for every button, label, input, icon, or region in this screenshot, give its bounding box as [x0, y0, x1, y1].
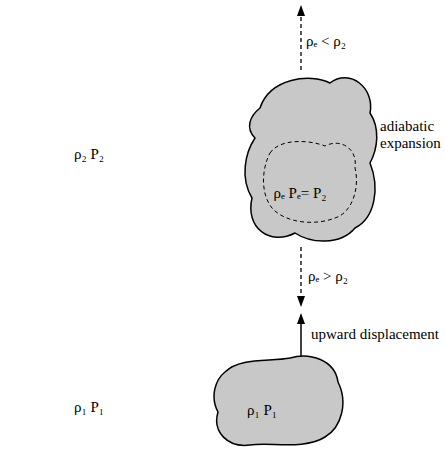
- parcel-shape: [214, 356, 343, 445]
- ambient-state: ρ₁ P₁: [74, 399, 104, 416]
- state-text: ρₑ Pₑ= P₂: [273, 185, 326, 202]
- process-label: upward displacement: [311, 326, 439, 343]
- original-parcel: ρ₁ P₁: [210, 352, 348, 448]
- sink-arrowhead: [297, 296, 305, 307]
- parcel-shape: [245, 78, 377, 241]
- sink-arrow-line: [300, 247, 301, 297]
- state-text: ρ₁ P₁: [247, 402, 277, 419]
- ambient-state: ρ₂ P₂: [74, 146, 104, 163]
- density-condition: ρₑ > ρ₂: [308, 268, 348, 285]
- displacement-arrow-line: [300, 323, 302, 357]
- blob-outline: [240, 68, 380, 248]
- process-label: adiabatic expansion: [380, 118, 442, 153]
- original-size-contour: [264, 142, 357, 223]
- rise-arrowhead: [297, 5, 305, 16]
- rise-arrow-line: [300, 15, 301, 70]
- expanded-parcel: ρₑ Pₑ= P₂: [240, 68, 380, 248]
- blob-outline: [210, 352, 348, 448]
- density-condition: ρₑ < ρ₂: [306, 33, 346, 50]
- displacement-arrowhead: [297, 313, 305, 324]
